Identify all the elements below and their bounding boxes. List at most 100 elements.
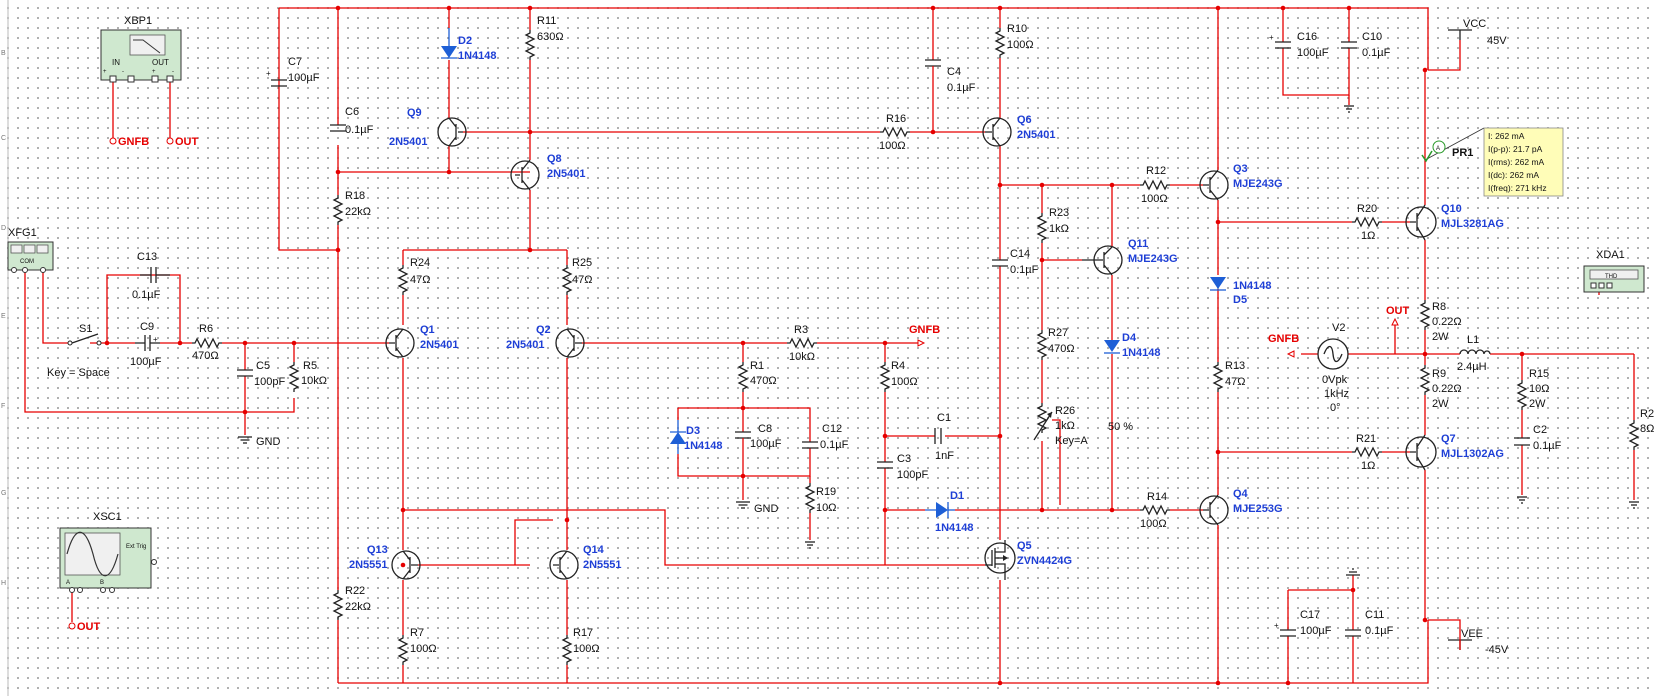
switch-s1-ref: S1 bbox=[79, 323, 92, 335]
xfg1-function-generator[interactable]: XFG1 COM bbox=[7, 227, 54, 273]
capacitor-c8[interactable]: C8 100µF bbox=[735, 423, 782, 450]
r16-value: 100Ω bbox=[879, 140, 906, 152]
xbp1-out-label: OUT bbox=[152, 58, 169, 67]
resistor-r27[interactable]: R27 470Ω bbox=[1037, 327, 1075, 361]
net-gnfb-mid[interactable]: GNFB bbox=[909, 324, 940, 347]
pr1-current-probe[interactable]: A PR1 I: 262 mA I(p-p): 21.7 pA I(rms): … bbox=[1421, 127, 1564, 197]
r9-value: 0.22Ω bbox=[1432, 383, 1462, 395]
capacitor-c11[interactable]: C11 0.1µF bbox=[1345, 609, 1394, 637]
voltage-source-v2[interactable]: V2 0Vpk 1kHz 0° bbox=[1317, 322, 1349, 414]
resistor-r19[interactable]: R19 10Ω bbox=[805, 482, 836, 514]
capacitor-c9[interactable]: C9 100µF + bbox=[130, 321, 162, 368]
c17-value: 100µF bbox=[1300, 625, 1332, 637]
resistor-r8[interactable]: R8 0.22Ω 2W bbox=[1420, 299, 1462, 343]
transistor-q11[interactable]: Q11 MJE243G bbox=[1082, 238, 1178, 276]
transistor-q7[interactable]: Q7 MJL1302AG bbox=[1405, 433, 1504, 471]
xda1-distortion-analyzer[interactable]: XDA1 THD bbox=[1583, 249, 1645, 293]
probe-current-rms: I(rms): 262 mA bbox=[1488, 157, 1545, 167]
resistor-r21[interactable]: R21 1Ω bbox=[1351, 433, 1383, 472]
q7-value: MJL1302AG bbox=[1441, 448, 1504, 460]
c11-ref: C11 bbox=[1365, 609, 1384, 621]
d5-ref: D5 bbox=[1233, 294, 1247, 306]
resistor-r12[interactable]: R12 100Ω bbox=[1139, 165, 1171, 205]
capacitor-c5[interactable]: C5 100pF bbox=[237, 360, 285, 388]
resistor-r3[interactable]: R3 10kΩ bbox=[786, 324, 818, 363]
resistor-r4[interactable]: R4 100Ω bbox=[880, 360, 918, 393]
capacitor-c1[interactable]: C1 1nF bbox=[934, 412, 954, 462]
vee-supply[interactable]: VEE -45V bbox=[1428, 619, 1509, 656]
resistor-r10[interactable]: R10 100Ω bbox=[995, 23, 1034, 59]
capacitor-c13[interactable]: C13 0.1µF bbox=[132, 251, 170, 301]
svg-text:+: + bbox=[1274, 621, 1279, 630]
c5-ref: C5 bbox=[256, 360, 270, 372]
transistor-q3[interactable]: Q3 MJE243G bbox=[1199, 163, 1283, 201]
xsc1-oscilloscope[interactable]: XSC1 Ext Trig A B bbox=[59, 511, 157, 593]
q11-ref: Q11 bbox=[1128, 238, 1148, 250]
diode-d2[interactable]: D2 1N4148 bbox=[441, 28, 497, 62]
resistor-r7[interactable]: R7 100Ω bbox=[398, 627, 437, 666]
net-out-scope[interactable]: OUT bbox=[68, 621, 101, 633]
transistor-q4[interactable]: Q4 MJE253G bbox=[1199, 488, 1283, 526]
capacitor-c6[interactable]: C6 0.1µF bbox=[330, 106, 374, 136]
resistor-r14[interactable]: R14 100Ω bbox=[1139, 491, 1171, 530]
net-gnfb-right[interactable]: GNFB bbox=[1268, 333, 1299, 358]
diode-d5[interactable]: D5 1N4148 bbox=[1210, 277, 1272, 306]
r10-ref: R10 bbox=[1007, 23, 1027, 35]
capacitor-c2[interactable]: C2 0.1µF bbox=[1514, 424, 1562, 452]
switch-s1[interactable]: S1 Key = Space bbox=[47, 323, 110, 379]
capacitor-c10[interactable]: C10 0.1µF bbox=[1341, 31, 1391, 59]
transistor-q6[interactable]: Q6 2N5401 bbox=[982, 114, 1056, 147]
resistor-r2-load[interactable]: R2 8Ω bbox=[1629, 408, 1654, 451]
resistor-r9[interactable]: R9 0.22Ω 2W bbox=[1420, 364, 1462, 410]
capacitor-c16[interactable]: + C16 100µF bbox=[1269, 31, 1329, 59]
inductor-l1[interactable]: L1 2.4µH bbox=[1457, 334, 1491, 373]
diode-d1[interactable]: D1 1N4148 bbox=[925, 490, 974, 534]
capacitor-c7[interactable]: + C7 100µF bbox=[266, 56, 320, 87]
transistor-q2[interactable]: Q2 2N5401 bbox=[506, 324, 585, 358]
transistor-q13[interactable]: Q13 2N5551 bbox=[349, 544, 421, 580]
resistor-r5[interactable]: R5 10kΩ bbox=[289, 360, 327, 393]
r3-value: 10kΩ bbox=[789, 351, 815, 363]
diode-d4[interactable]: D4 1N4148 bbox=[1104, 332, 1161, 359]
capacitor-c17[interactable]: + C17 100µF bbox=[1274, 609, 1332, 637]
capacitor-c3[interactable]: C3 100pF bbox=[877, 453, 928, 481]
transistor-q9[interactable]: Q9 2N5401 bbox=[389, 107, 467, 148]
resistor-r16[interactable]: R16 100Ω bbox=[879, 113, 911, 152]
resistor-r22[interactable]: R22 22kΩ bbox=[333, 585, 371, 621]
xbp1-bode-plotter[interactable]: XBP1 IN OUT + - + - bbox=[100, 15, 182, 83]
diode-d3[interactable]: D3 1N4148 bbox=[670, 420, 723, 454]
d2-value: 1N4148 bbox=[458, 50, 497, 62]
resistor-r18[interactable]: R18 22kΩ bbox=[333, 190, 371, 226]
capacitor-c14[interactable]: C14 0.1µF bbox=[992, 248, 1039, 276]
capacitor-c12[interactable]: C12 0.1µF bbox=[802, 423, 849, 451]
resistor-r15[interactable]: R15 10Ω 2W bbox=[1517, 368, 1549, 411]
mosfet-q5[interactable]: Q5 ZVN4424G bbox=[984, 540, 1072, 580]
net-gnfb-left[interactable]: GNFB bbox=[109, 136, 149, 148]
net-out-right[interactable]: OUT bbox=[1386, 305, 1410, 326]
transistor-q1[interactable]: Q1 2N5401 bbox=[385, 324, 459, 358]
transistor-q14[interactable]: Q14 2N5551 bbox=[549, 544, 622, 580]
resistor-r1[interactable]: R1 470Ω bbox=[738, 360, 777, 393]
c10-value: 0.1µF bbox=[1362, 47, 1391, 59]
c16-ref: C16 bbox=[1297, 31, 1317, 43]
vcc-supply[interactable]: VCC 45V bbox=[1428, 18, 1507, 71]
svg-text:+: + bbox=[153, 335, 158, 344]
net-out-left[interactable]: OUT bbox=[166, 136, 199, 148]
resistor-r23[interactable]: R23 1kΩ bbox=[1037, 207, 1069, 244]
transistor-q10[interactable]: Q10 MJL3281AG bbox=[1405, 203, 1504, 241]
r12-value: 100Ω bbox=[1141, 193, 1168, 205]
resistor-r13[interactable]: R13 47Ω bbox=[1213, 360, 1245, 393]
potentiometer-r26[interactable]: R26 1kΩ Key=A 50 % bbox=[1033, 402, 1133, 447]
resistor-r25[interactable]: R25 47Ω bbox=[562, 257, 592, 296]
resistor-r20[interactable]: R20 1Ω bbox=[1351, 203, 1383, 242]
pr1-label: PR1 bbox=[1452, 147, 1473, 159]
capacitor-c4[interactable]: C4 0.1µF bbox=[925, 59, 976, 95]
transistor-q8[interactable]: Q8 2N5401 bbox=[510, 153, 586, 191]
d1-value: 1N4148 bbox=[935, 522, 974, 534]
resistor-r11[interactable]: R11 630Ω bbox=[525, 15, 564, 61]
resistor-r17[interactable]: R17 100Ω bbox=[562, 627, 600, 666]
resistor-r6[interactable]: R6 470Ω bbox=[191, 323, 223, 362]
resistor-r24[interactable]: R24 47Ω bbox=[398, 257, 430, 296]
